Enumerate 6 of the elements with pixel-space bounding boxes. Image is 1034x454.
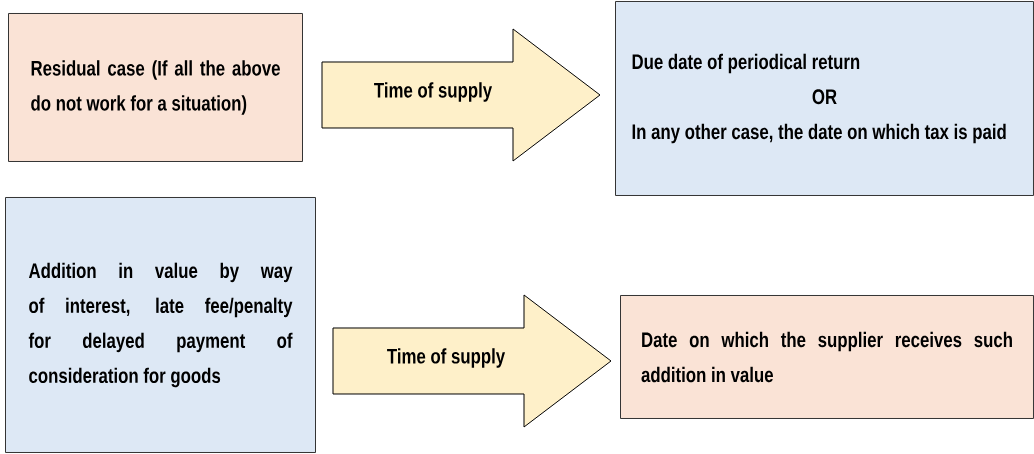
text-box: Addition in value by way of interest, late fee/penalty for delayed payment of consideration for goods: [5, 197, 316, 453]
edge-label: Time of supply: [385, 347, 507, 369]
text-box: Due date of periodical return OR In any other case, the date on which tax is paid: [615, 1, 1034, 196]
edge-label: Time of supply: [372, 81, 494, 103]
text-box: Date on which the supplier receives such addition in value: [620, 295, 1034, 419]
text-box: Residual case (If all the above do not work for a situation): [8, 13, 303, 162]
